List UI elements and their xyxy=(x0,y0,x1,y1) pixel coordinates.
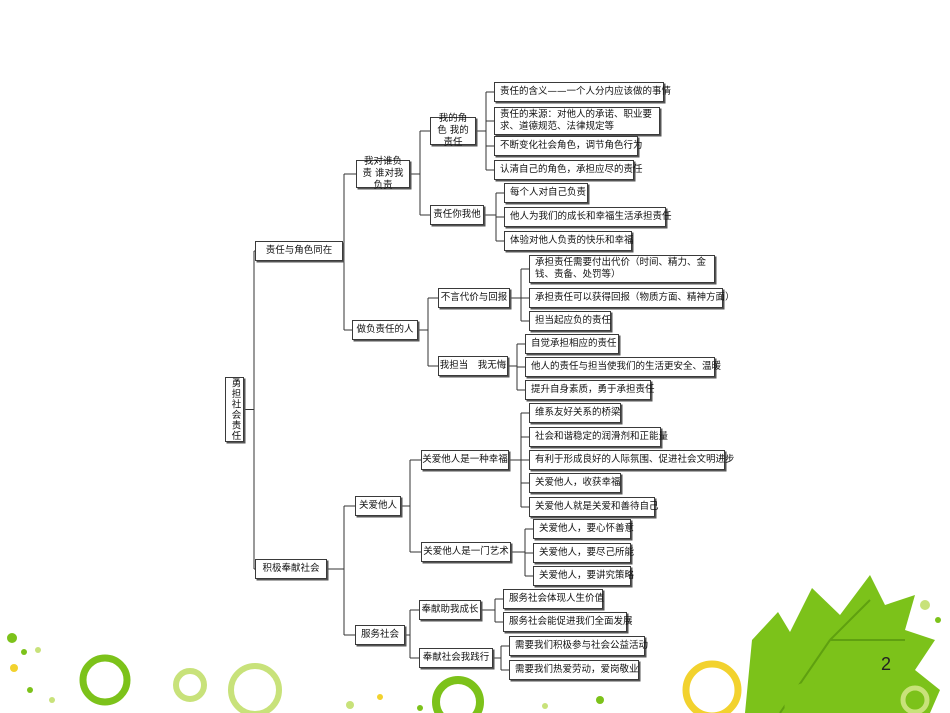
level3-node: 我的角色 我的责任 xyxy=(430,113,476,148)
leaf-node: 承担责任可以获得回报（物质方面、精神方面） xyxy=(529,288,735,308)
leaf-node: 不断变化社会角色，调节角色行为 xyxy=(494,136,643,156)
leaf-node: 他人的责任与担当使我们的生活更安全、温暖 xyxy=(525,357,721,377)
leaf-node: 每个人对自己负责 xyxy=(504,183,588,203)
leaf-node: 需要我们热爱劳动，爱岗敬业 xyxy=(509,660,639,680)
leaf-node: 有利于形成良好的人际氛围、促进社会文明进步 xyxy=(529,450,735,470)
ring-decoration xyxy=(900,685,930,713)
dot-decoration xyxy=(10,664,18,672)
dot-decoration xyxy=(920,600,930,610)
dot-decoration xyxy=(596,696,604,704)
level2-node: 关爱他人 xyxy=(355,496,401,516)
level2-node: 做负责任的人 xyxy=(352,320,418,340)
leaf-node: 社会和谐稳定的润滑剂和正能量 xyxy=(529,427,668,447)
leaf-node: 自觉承担相应的责任 xyxy=(525,334,619,354)
leaf-node: 责任的来源：对他人的承诺、职业要求、道德规范、法律规定等 xyxy=(494,107,660,135)
ring-decoration xyxy=(228,663,282,713)
ring-decoration xyxy=(784,682,832,713)
level1-node: 积极奉献社会 xyxy=(255,559,327,579)
page-number: 2 xyxy=(881,654,892,674)
level3-node: 关爱他人是一种幸福 xyxy=(421,450,509,470)
dot-decoration xyxy=(542,703,548,709)
dot-decoration xyxy=(377,694,383,700)
leaf-node: 承担责任需要付出代价（时间、精力、金钱、责备、处罚等） xyxy=(529,255,715,283)
level2-node: 我对谁负责 谁对我负责 xyxy=(356,156,410,191)
leaf-node: 他人为我们的成长和幸福生活承担责任 xyxy=(504,207,672,227)
dot-decoration xyxy=(49,697,55,703)
leaf-node: 需要我们积极参与社会公益活动 xyxy=(509,636,648,656)
leaf-node: 体验对他人负责的快乐和幸福 xyxy=(504,231,634,251)
leaf-node: 提升自身素质，勇于承担责任 xyxy=(525,380,655,400)
leaf-node: 服务社会体现人生价值 xyxy=(503,589,604,609)
leaf-node: 服务社会能促进我们全面发展 xyxy=(503,612,633,632)
dot-decoration xyxy=(35,647,41,653)
ring-decoration xyxy=(432,676,484,713)
ring-decoration xyxy=(173,668,207,702)
level3-node: 责任你我他 xyxy=(430,205,484,225)
level3-node: 我担当 我无悔 xyxy=(438,356,508,376)
leaf-node: 维系友好关系的桥梁 xyxy=(529,403,621,423)
dot-decoration xyxy=(27,687,33,693)
dot-decoration xyxy=(935,617,941,623)
dot-decoration xyxy=(21,649,27,655)
level3-node: 关爱他人是一门艺术 xyxy=(421,542,511,562)
level2-node: 服务社会 xyxy=(355,625,405,645)
root-node: 勇担社会责任 xyxy=(225,377,244,442)
green-leaf-decoration xyxy=(745,575,940,713)
leaf-node: 关爱他人，要讲究策略 xyxy=(533,566,634,586)
leaf-node: 关爱他人就是关爱和善待自己 xyxy=(529,497,659,517)
leaf-node: 关爱他人，要心怀善意 xyxy=(533,519,634,539)
level3-node: 奉献助我成长 xyxy=(419,600,481,620)
leaf-node: 关爱他人，要尽己所能 xyxy=(533,543,634,563)
dot-decoration xyxy=(346,701,354,709)
dot-decoration xyxy=(7,633,17,643)
level1-node: 责任与角色同在 xyxy=(255,241,343,261)
leaf-node: 认清自己的角色，承担应尽的责任 xyxy=(494,160,643,180)
ring-decoration xyxy=(682,660,742,713)
dot-decoration xyxy=(417,705,423,711)
level3-node: 奉献社会我践行 xyxy=(419,648,493,668)
leaf-node: 担当起应负的责任 xyxy=(529,311,611,331)
leaf-node: 关爱他人，收获幸福 xyxy=(529,473,621,493)
leaf-node: 责任的含义——一个人分内应该做的事情 xyxy=(494,82,671,102)
level3-node: 不言代价与回报 xyxy=(438,288,510,308)
ring-decoration xyxy=(79,654,131,706)
